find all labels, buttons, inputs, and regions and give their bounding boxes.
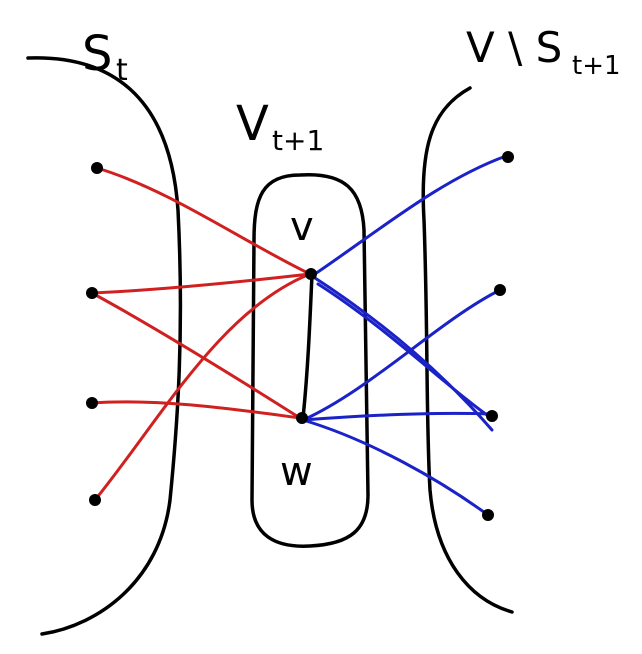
edge-left-4-to-v	[93, 272, 312, 502]
edge-left-3-to-w	[90, 400, 302, 420]
vertex-v-label: v	[290, 204, 314, 250]
right-vertex-4	[482, 509, 494, 521]
edge-v-to-right-1	[310, 154, 508, 278]
set-left-sub: t	[116, 53, 128, 88]
edge-v-w	[301, 272, 314, 420]
left-vertex-4	[89, 494, 101, 506]
edge-v-to-right-3b	[316, 282, 496, 422]
vertex-w-label: w	[280, 449, 313, 495]
set-right-sub: t+1	[572, 51, 621, 81]
set-right-label: V \ S	[466, 23, 562, 72]
right-edges	[301, 154, 508, 517]
set-left-label: S	[82, 26, 112, 82]
edge-v-to-right-3	[310, 274, 494, 432]
right-vertex-2	[494, 284, 506, 296]
vertex-w-dot	[296, 412, 308, 424]
vertex-dots	[86, 151, 514, 521]
left-vertex-3	[86, 397, 98, 409]
vertex-v-dot	[305, 268, 317, 280]
edge-w-to-right-2	[301, 288, 502, 422]
set-right-boundary	[421, 86, 514, 614]
label-set-middle: V t+1	[236, 96, 324, 157]
left-edges	[90, 166, 312, 502]
edge-left-2-to-v	[90, 272, 312, 295]
right-vertex-1	[502, 151, 514, 163]
left-vertex-1	[91, 162, 103, 174]
label-set-right: V \ S t+1	[466, 23, 621, 81]
set-middle-capsule	[250, 172, 370, 548]
edge-w-to-right-3	[301, 411, 494, 422]
edge-left-1-to-v	[95, 166, 312, 276]
set-left-boundary	[26, 56, 183, 636]
set-middle-label: V	[236, 96, 269, 152]
left-vertex-2	[86, 287, 98, 299]
right-vertex-3	[486, 410, 498, 422]
label-set-left: S t	[82, 26, 128, 88]
edge-left-2-to-w	[90, 291, 302, 420]
set-middle-sub: t+1	[272, 124, 324, 157]
edge-w-to-right-4	[301, 418, 490, 517]
